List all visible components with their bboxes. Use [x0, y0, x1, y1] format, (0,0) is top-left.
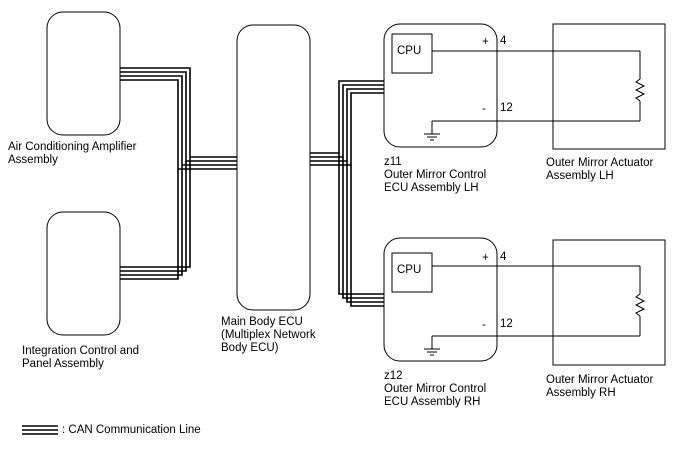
- main-body-ecu-label-line1: Main Body ECU: [221, 316, 303, 328]
- pin-12-rh: 12: [500, 318, 513, 330]
- actuator-rh-label-line2: Assembly RH: [546, 387, 616, 399]
- actuator-lh-label: Outer Mirror Actuator Assembly LH: [546, 157, 653, 183]
- mirror-ecu-rh-box: [383, 237, 498, 362]
- mirror-ecu-rh-label: z12 Outer Mirror Control ECU Assembly RH: [384, 370, 486, 409]
- can-bus-right-rh: [338, 153, 384, 307]
- actuator-lh-label-line2: Assembly LH: [546, 170, 614, 182]
- mirror-ecu-lh-label-line2: ECU Assembly LH: [384, 182, 479, 194]
- actuator-rh-box: [552, 239, 666, 366]
- mirror-ecu-rh-label-line2: ECU Assembly RH: [384, 396, 481, 408]
- cpu-label-lh: CPU: [397, 45, 422, 57]
- ac-amplifier-label-line1: Air Conditioning Amplifier: [8, 141, 137, 153]
- pin-minus-sign-lh: -: [482, 103, 486, 115]
- main-body-ecu-label-line2: (Multiplex Network: [221, 329, 316, 341]
- cpu-label-rh: CPU: [397, 264, 422, 276]
- circuit-rh: [424, 265, 646, 356]
- legend-can-line-symbol: [22, 425, 58, 435]
- pin-plus-sign-lh: +: [482, 36, 489, 48]
- integration-panel-label-line1: Integration Control and: [22, 345, 139, 357]
- cpu-box-lh: [391, 33, 433, 74]
- cpu-box-rh: [391, 252, 433, 293]
- integration-panel-label-line2: Panel Assembly: [22, 358, 104, 370]
- connector-z12: z12: [384, 370, 403, 382]
- pin-minus-sign-rh: -: [482, 319, 486, 331]
- mirror-ecu-lh-label: z11 Outer Mirror Control ECU Assembly LH: [384, 156, 486, 195]
- mirror-ecu-lh-label-line1: Outer Mirror Control: [384, 169, 487, 181]
- can-bus-upper-left: [120, 67, 237, 170]
- actuator-rh-label-line1: Outer Mirror Actuator: [546, 374, 654, 386]
- connector-z11: z11: [384, 156, 402, 168]
- main-body-ecu-label-line3: Body ECU): [221, 342, 279, 354]
- actuator-rh-label: Outer Mirror Actuator Assembly RH: [546, 374, 653, 400]
- can-bus-right-lh: [310, 80, 384, 166]
- integration-panel-box: [46, 211, 121, 336]
- pin-12-lh: 12: [500, 102, 513, 114]
- pin-4-lh: 4: [500, 35, 507, 47]
- ac-amplifier-box: [46, 11, 121, 136]
- pin-4-rh: 4: [500, 251, 507, 263]
- circuit-lh: [424, 50, 646, 141]
- mirror-ecu-lh-box: [383, 23, 498, 148]
- integration-panel-label: Integration Control and Panel Assembly: [22, 345, 139, 371]
- mirror-ecu-rh-label-line1: Outer Mirror Control: [384, 383, 487, 395]
- ac-amplifier-label: Air Conditioning Amplifier Assembly: [8, 141, 136, 167]
- actuator-lh-box: [552, 23, 666, 150]
- actuator-lh-label-line1: Outer Mirror Actuator: [546, 157, 654, 169]
- can-bus-lower-left: [120, 157, 191, 280]
- ac-amplifier-label-line2: Assembly: [8, 154, 58, 166]
- main-body-ecu-label: Main Body ECU (Multiplex Network Body EC…: [221, 316, 316, 355]
- pin-plus-sign-rh: +: [482, 252, 489, 264]
- main-body-ecu-box: [236, 24, 311, 311]
- legend-can-line-label: : CAN Communication Line: [62, 424, 201, 436]
